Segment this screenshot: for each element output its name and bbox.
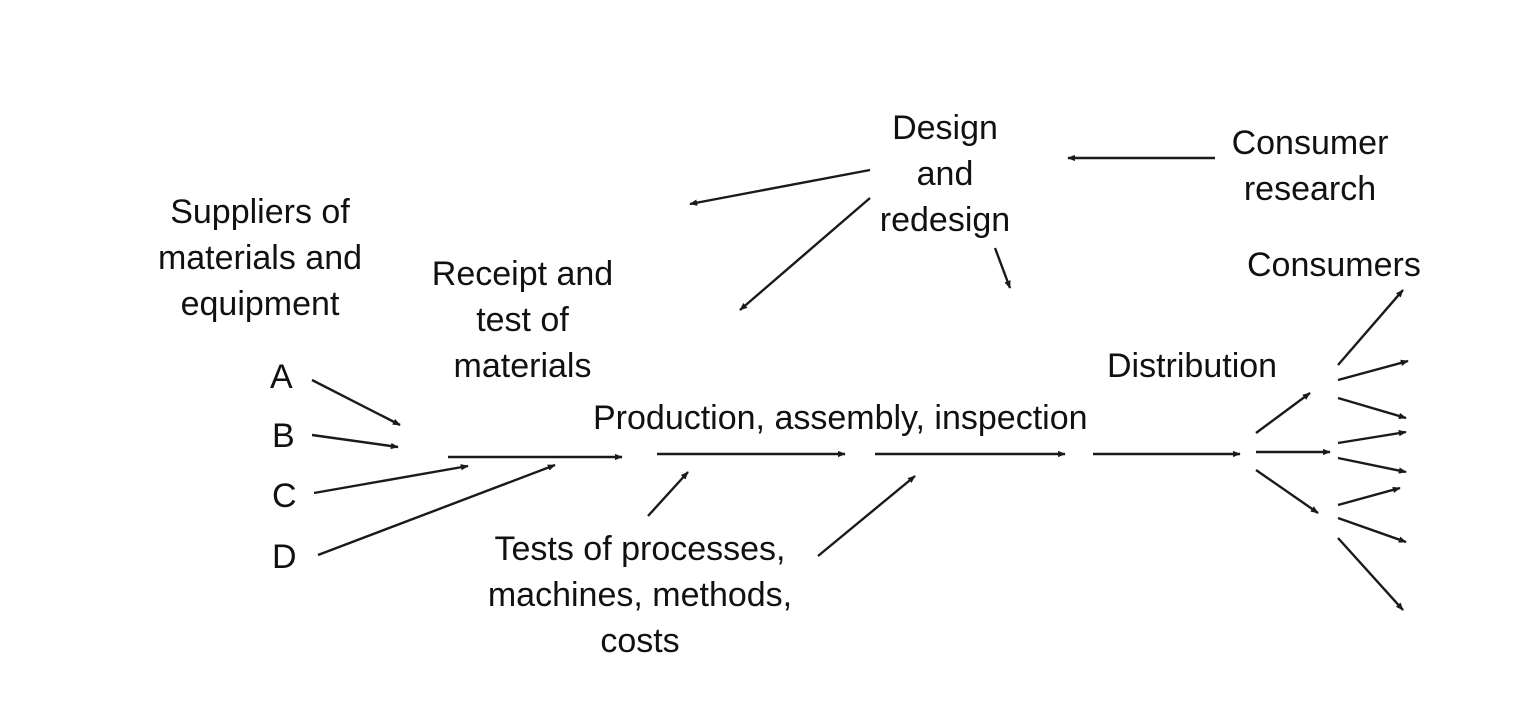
node-tests: Tests of processes, machines, methods, c… (440, 527, 840, 665)
arrow-tests-to-flow-right (817, 475, 916, 557)
arrow-consumer-4 (1337, 429, 1407, 445)
supplier-c: C (272, 474, 297, 520)
node-consumer-research-line-1: Consumer (1231, 124, 1389, 162)
supplier-d: D (272, 535, 297, 581)
supplier-c-text: C (272, 477, 297, 515)
arrow-dist-up (1255, 392, 1311, 434)
node-consumer-research: Consumer research (1210, 121, 1410, 213)
node-tests-line-3: costs (600, 621, 680, 660)
node-suppliers-line-1: Suppliers of (170, 193, 350, 231)
arrow-consumer-7 (1337, 516, 1407, 544)
arrow-consumer-1 (1337, 289, 1404, 366)
supplier-b-text: B (272, 417, 295, 455)
arrow-consumer-8 (1337, 537, 1404, 611)
arrow-consumer-5 (1337, 456, 1407, 474)
node-receipt-line-1: Receipt and (431, 255, 614, 293)
arrow-design-to-receipt (739, 197, 871, 311)
node-consumers-text: Consumers (1247, 246, 1421, 284)
arrow-consumer-6 (1337, 486, 1401, 507)
node-receipt-line-3: materials (453, 346, 592, 385)
node-design-line-2: and (916, 154, 974, 193)
node-suppliers-line-2: materials and (157, 238, 363, 277)
supplier-a: A (270, 355, 293, 401)
node-suppliers: Suppliers of materials and equipment (110, 190, 410, 328)
supplier-d-text: D (272, 538, 297, 576)
node-receipt: Receipt and test of materials (405, 252, 640, 390)
arrow-design-to-suppliers (689, 168, 871, 206)
supplier-a-text: A (270, 358, 293, 396)
node-receipt-line-2: test of (476, 300, 569, 339)
arrow-supplier-c (313, 464, 469, 495)
node-consumer-research-line-2: research (1243, 169, 1377, 208)
node-consumers: Consumers (1247, 243, 1421, 289)
node-distribution: Distribution (1107, 344, 1277, 390)
arrow-consumer-3 (1337, 396, 1407, 420)
arrow-dist-down (1255, 469, 1319, 514)
arrow-supplier-d (317, 463, 556, 557)
node-design: Design and redesign (865, 106, 1025, 244)
supplier-b: B (272, 414, 295, 460)
node-tests-line-1: Tests of processes, (494, 530, 786, 568)
node-distribution-text: Distribution (1107, 347, 1278, 385)
arrow-design-to-production (993, 247, 1012, 289)
node-tests-line-2: machines, methods, (487, 575, 793, 614)
arrow-supplier-a (311, 378, 401, 427)
arrow-supplier-b (311, 433, 399, 450)
node-design-line-1: Design (892, 109, 998, 147)
node-production: Production, assembly, inspection (593, 396, 1088, 442)
arrow-consumer-2 (1337, 359, 1409, 382)
arrow-tests-to-flow-left (647, 471, 689, 517)
node-production-text: Production, assembly, inspection (593, 399, 1088, 437)
node-suppliers-line-3: equipment (180, 284, 340, 323)
node-design-line-3: redesign (879, 200, 1011, 239)
